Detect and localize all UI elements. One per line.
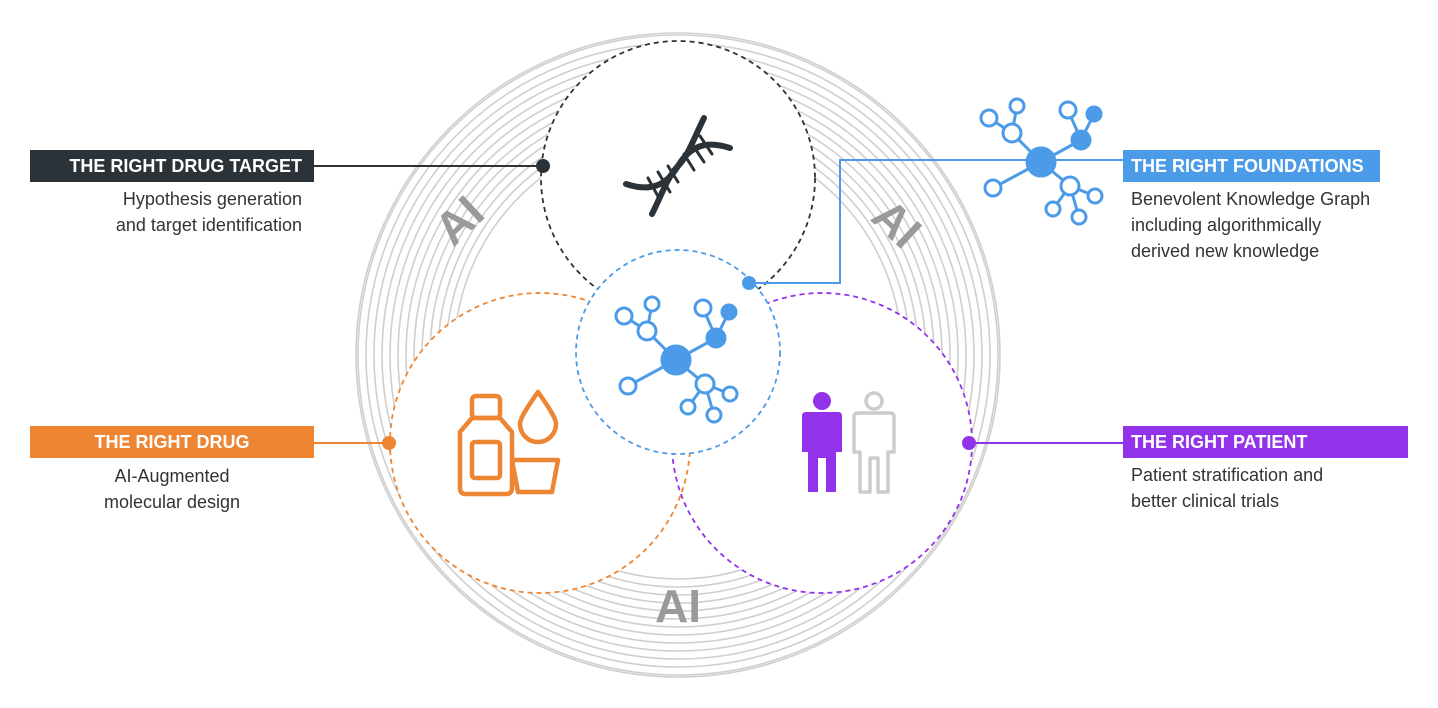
foundations-label: THE RIGHT FOUNDATIONS [1123,150,1380,182]
patient-connector [962,436,1123,450]
graph-node [618,376,638,396]
patients-icon [802,391,896,494]
graph-node [693,298,713,318]
patient-description-line: better clinical trials [1131,491,1280,511]
foundations-description-line: derived new knowledge [1131,241,1320,261]
graph-node [1058,100,1078,120]
ghost-patient-figure-icon [852,391,896,494]
graph-node [643,295,661,313]
graph-node [1025,146,1057,178]
foundations-description-line: including algorithmically [1131,215,1322,235]
dna-icon [623,115,733,217]
graph-node [636,320,658,342]
graph-node [705,406,723,424]
graph-node [1044,200,1062,218]
graph-node [1070,208,1088,226]
graph-node [1070,129,1092,151]
graph-node [979,108,999,128]
target-connector [313,159,550,173]
knowledge-graph-icon [614,295,739,424]
target-description: Hypothesis generation and target identif… [116,186,302,238]
knowledge-graph-icon [979,97,1104,226]
drug-connector [313,436,396,450]
graph-node [1059,175,1081,197]
foundations-description: Benevolent Knowledge Graph including alg… [1131,186,1370,264]
foundations-connector [742,159,1123,290]
graph-node [614,306,634,326]
target-description-line: Hypothesis generation [122,189,302,209]
graph-node [1086,187,1104,205]
drug-description: AI-Augmented molecular design [30,463,314,515]
graph-node [705,327,727,349]
graph-node [1085,105,1103,123]
graph-node [721,385,739,403]
ai-label-right: AI [862,189,931,258]
target-description-line: and target identification [115,215,302,235]
ai-label-bottom: AI [655,580,701,632]
graph-node [660,344,692,376]
graph-node [694,373,716,395]
patient-label: THE RIGHT PATIENT [1123,426,1408,458]
patient-description: Patient stratification and better clinic… [1131,462,1323,514]
graph-node [720,303,738,321]
drug-label: THE RIGHT DRUG [30,426,314,458]
graph-node [983,178,1003,198]
graph-node [1001,122,1023,144]
graph-node [1008,97,1026,115]
drug-description-line: molecular design [103,492,241,512]
patient-description-line: Patient stratification and [1131,465,1324,485]
foundations-description-line: Benevolent Knowledge Graph [1131,189,1371,209]
ring [357,34,999,676]
graph-node [679,398,697,416]
target-circle [540,40,816,316]
patient-figure-icon [802,392,842,492]
outer-ring [355,32,1001,678]
drug-description-line: AI-Augmented [114,466,230,486]
target-label: THE RIGHT DRUG TARGET [30,150,314,182]
medicine-icon [457,389,561,497]
